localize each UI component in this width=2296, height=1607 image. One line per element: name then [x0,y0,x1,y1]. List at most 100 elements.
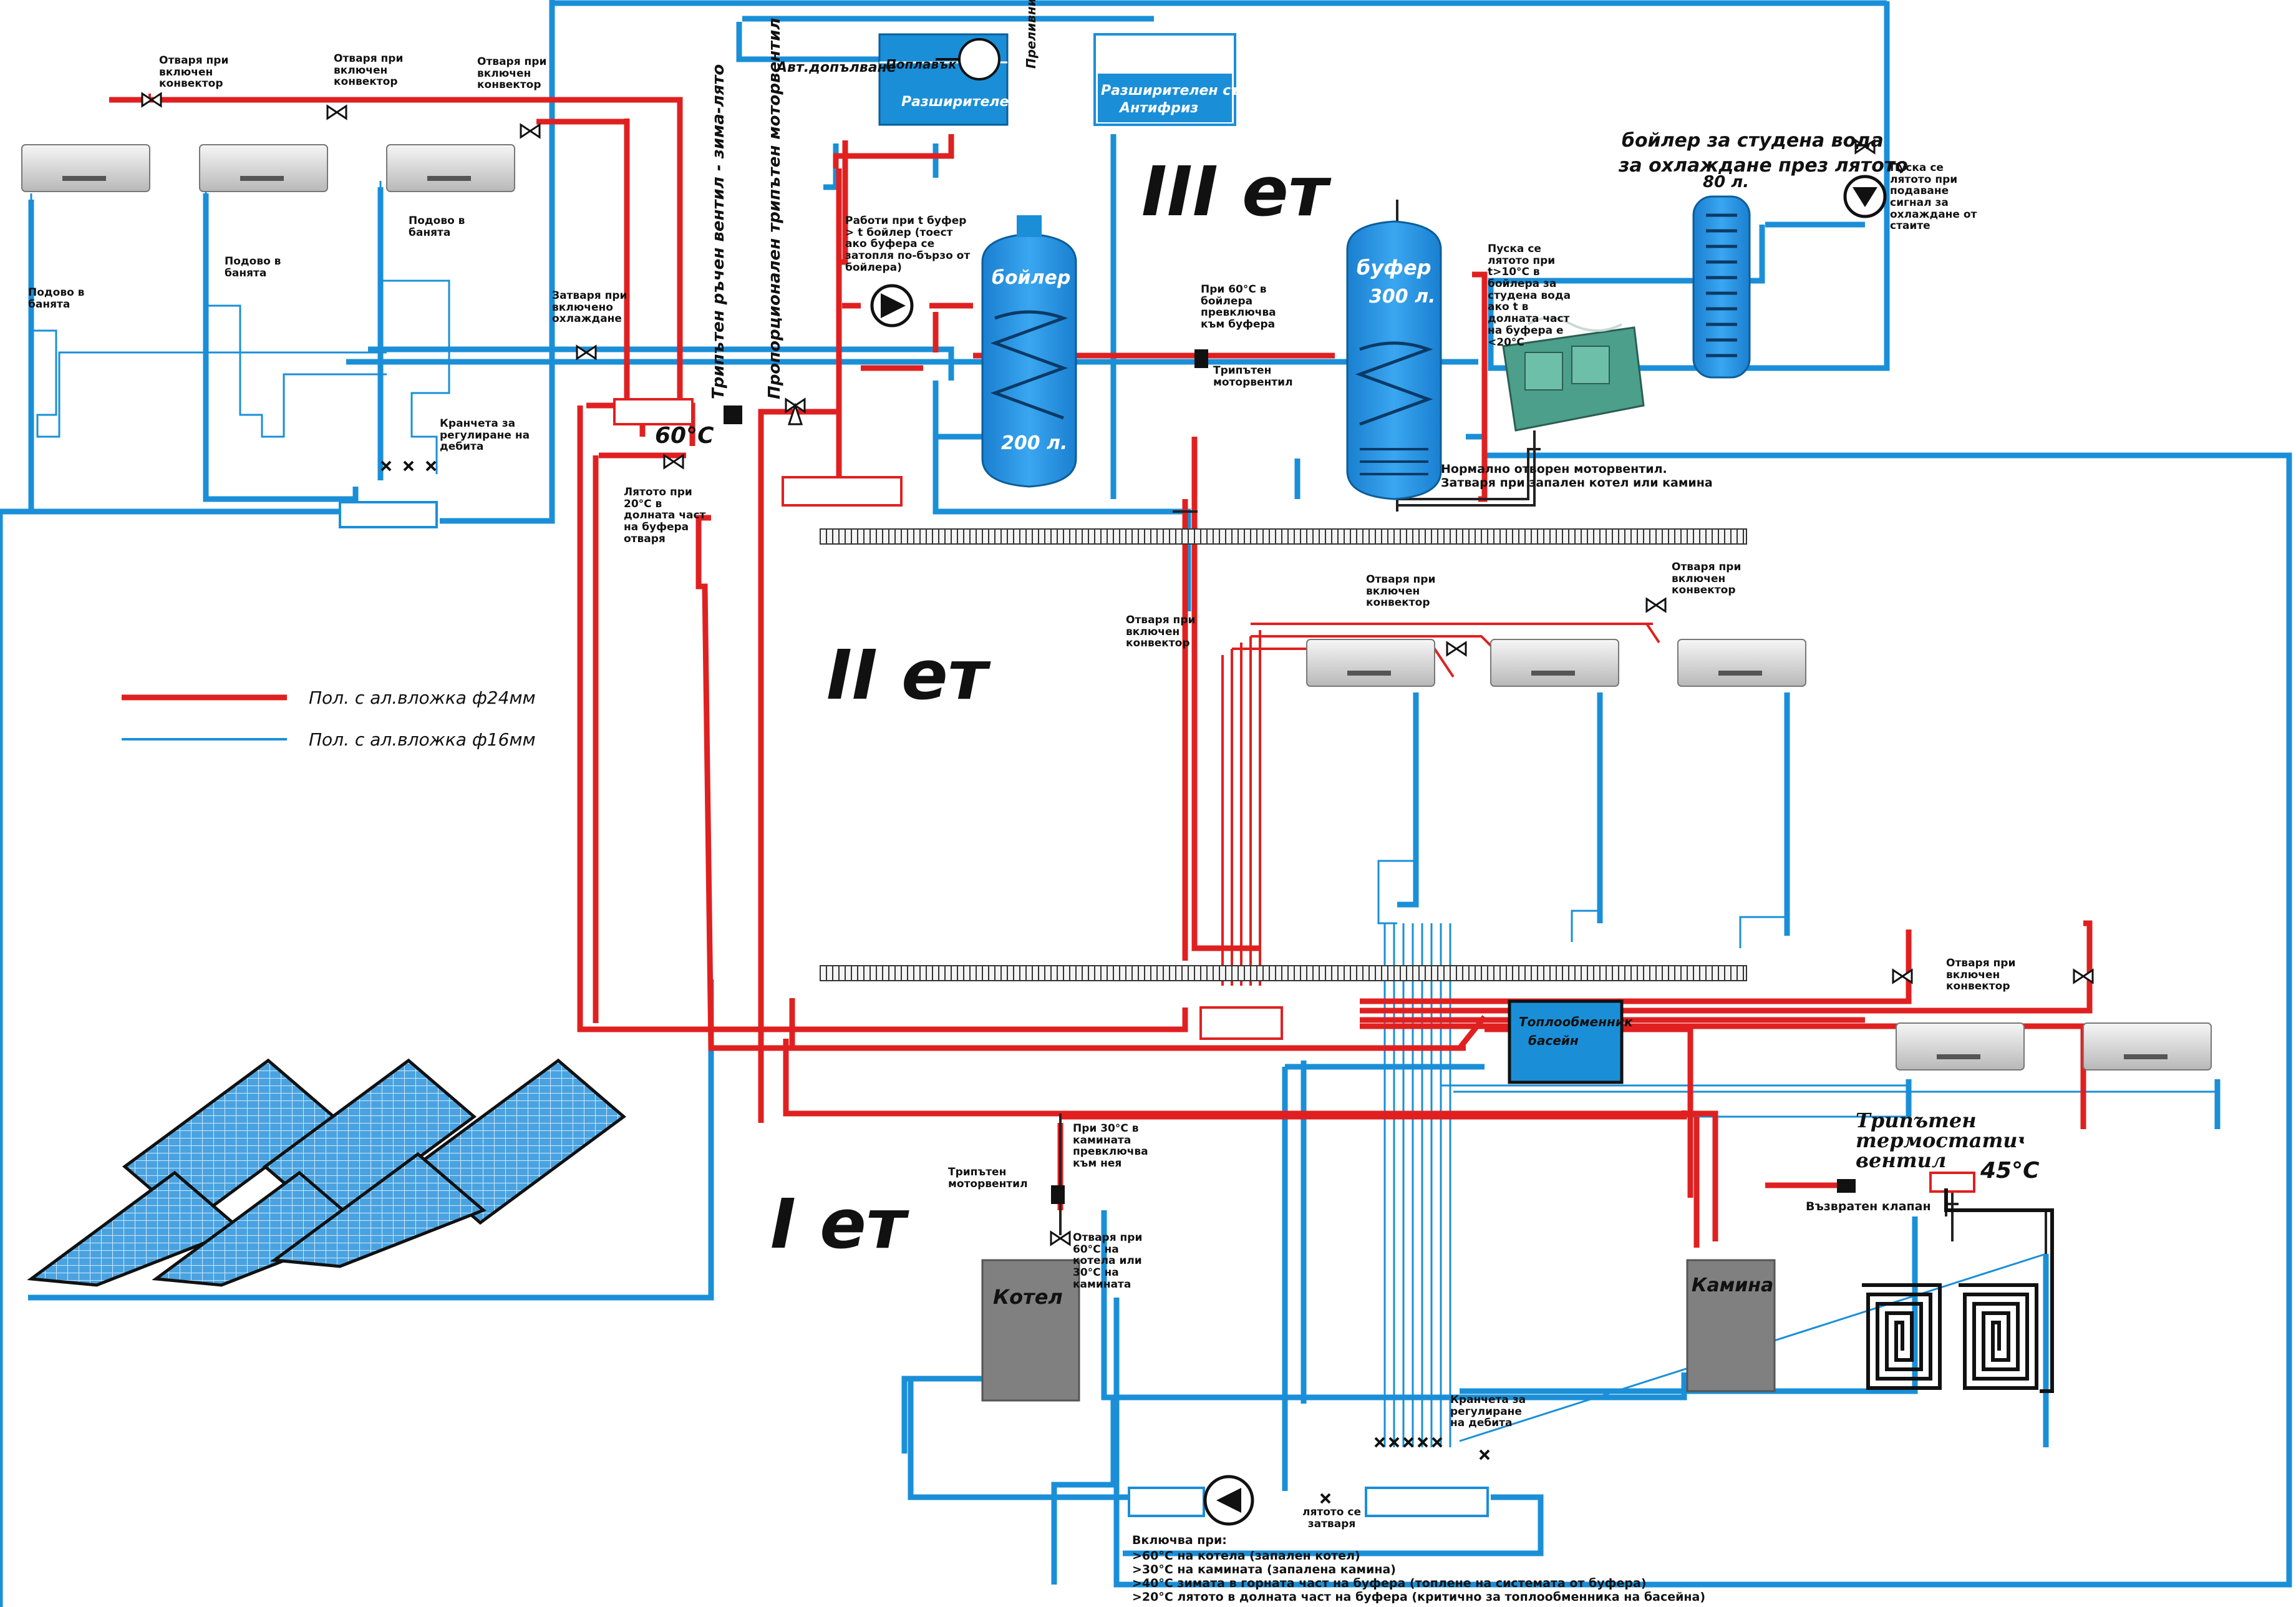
valve-icon [1050,1230,1071,1246]
cold-boiler-volume: 80 л. [1703,173,1749,192]
note-opens-conv-7: Отваря при включен конвектор [1946,958,2016,993]
proportional-valve-label: Пропорционален трипътен моторвентил [765,18,784,399]
convector [2083,1022,2212,1071]
note-taps-regulation-2: Кранчета за регулиране на дебита [1450,1394,1526,1430]
cold-water-boiler [1692,195,1751,379]
note-closes-cooling: Затваря при включено охлаждане [552,290,627,326]
float-icon [958,38,1000,80]
black-valve-icons [724,349,1856,1204]
note-at-60-boiler: При 60°C в бойлера превключва към буфера [1201,284,1276,331]
exp-vessel-label: Разширителен съд [901,94,1053,110]
kamina-label: Камина [1692,1274,1773,1296]
note-opens-conv-5: Отваря при включен конвектор [1366,574,1436,609]
exp-vessel-af-label-2: Антифриз [1118,100,1198,116]
valve-icon [663,454,684,470]
convector [1490,639,1619,687]
legend-blue-label: Пол. с ал.вложка ф16мм [309,729,536,750]
pool-hx-label-2: басейн [1528,1033,1579,1048]
cold-boiler-title-1: бойлер за студена вода [1622,130,1884,152]
valve-icon [1645,597,1667,613]
convector-units [21,144,2212,1071]
convector [1306,639,1435,687]
manifold [339,501,438,528]
note-opens-conv-4: Отваря при включен конвектор [1126,614,1196,650]
boiler-volume: 200 л. [1001,432,1067,454]
boiler-tank: бойлер 200 л. [981,215,1077,488]
exp-vessel-af-label-1: Разширителен съд [1101,83,1252,99]
manifold [1929,1172,1975,1193]
temp-45-label: 45°C [1980,1158,2040,1183]
manifold [1199,1006,1283,1040]
note-three-way-thermo: Трипътен термостатичен вентил [1856,1110,2024,1172]
manual-valve-icon [724,405,742,424]
three-way-valve-icon [785,397,806,425]
tap-marks [380,460,1490,1504]
cold-boiler-title-2: за охлаждане през лятото [1618,155,1908,177]
floor-label-first: I ет [770,1184,909,1264]
valve-icon [576,344,597,361]
note-floor-bath-3: Подово в банята [409,215,465,239]
annotations: Авт.допълване Преливник Отваря при включ… [28,0,2040,1604]
note-taps-regulation: Кранчета за регулиране на дебита [440,418,530,454]
valve-icon [520,123,541,139]
pool-hx-label-1: Топлообменник [1519,1014,1633,1029]
manifold [782,476,903,507]
motor-valve-icon [1194,349,1208,368]
pump-icon [1843,175,1887,218]
buffer-volume: 300 л. [1369,286,1435,308]
note-floor-bath-1: Подово в банята [28,287,85,311]
auto-fill-label: Авт.допълване [775,60,896,75]
note-opens-conv-6: Отваря при включен конвектор [1672,561,1741,597]
note-three-way-motor-2: Трипътен моторвентил [948,1167,1028,1190]
note-opens-60-30: Отваря при 60°C на котела или 30°C на ка… [1073,1232,1143,1291]
motor-valve-icon [1051,1185,1065,1204]
kotel-boiler: Котел [981,1259,1080,1402]
boiler-label: бойлер [992,267,1070,289]
note-floor-bath-2: Подово в банята [225,256,281,279]
expansion-vessel: Поплавък Разширителен съд [878,33,1053,126]
note-starts-summer: Пуска се лятото при t>10°C в бойлера за … [1488,243,1571,349]
includes-when-label: Включва при: [1132,1533,1227,1547]
convector [1896,1022,2025,1071]
note-opens-conv-2: Отваря при включен конвектор [334,53,404,89]
kotel-label: Котел [993,1285,1063,1309]
convector [386,144,515,192]
valve-icon [1446,641,1467,657]
float-label: Поплавък [886,57,957,72]
note-three-way-motor: Трипътен моторвентил [1213,365,1293,389]
solar-collectors [27,1058,627,1287]
valve-icon [2073,968,2094,984]
pump-icon [870,284,914,328]
three-way-manual-label: Трипътен ръчен вентил - зима-лято [709,64,728,399]
cond-2: >30°C на камината (запалена камина) [1132,1563,1396,1576]
valve-icon [141,92,162,108]
ceiling-slab-lower [820,965,1747,981]
nc-valve-label-2: Затваря при запален котел или камина [1441,476,1713,490]
buffer-tank: буфер 300 л. [1346,220,1442,500]
check-valve-icon [1837,1179,1856,1193]
manifold [613,398,694,425]
check-valve-label: Възвратен клапан [1806,1200,1931,1213]
manifold [1128,1487,1205,1517]
note-summer-closes: лятото се затваря [1302,1507,1361,1530]
note-at-30-fireplace: При 30°C в камината превключва към нея [1073,1123,1148,1170]
note-starts-summer-room: Пуска се лятото при подаване сигнал за о… [1890,162,1977,233]
legend: Пол. с ал.вложка ф24мм Пол. с ал.вложка … [122,687,536,750]
valve-icons [141,92,2094,1246]
overflow-label: Преливник [1024,0,1039,69]
kamina-fireplace: Камина [1686,1259,1776,1392]
underfloor-coil [1862,1188,2054,1393]
valve-icon [1892,968,1913,984]
pool-heat-exchanger: Топлообменник басейн [1508,999,1633,1084]
convector [1677,639,1806,687]
pump-icon [1203,1475,1254,1526]
valve-icon [326,104,347,120]
note-summer-20: Лятото при 20°C в долната част на буфера… [624,487,706,545]
cond-3: >40°C зимата в горната част на буфера (т… [1132,1576,1647,1590]
manifold [1365,1487,1489,1517]
note-works-when: Работи при t буфер > t бойлер (тоест ако… [845,215,971,274]
chiller-unit [1502,317,1645,432]
temp-60-label: 60°C [655,423,714,449]
